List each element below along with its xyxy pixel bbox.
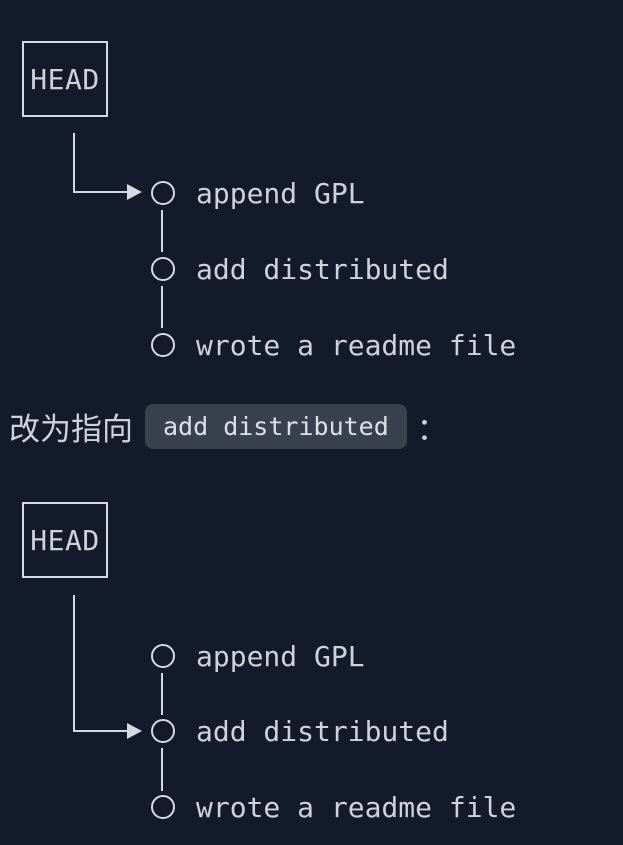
commit-label: wrote a readme file	[196, 790, 517, 824]
commit-connector-line	[161, 286, 163, 328]
commit-row: append GPL	[151, 176, 365, 210]
commit-row: wrote a readme file	[151, 328, 517, 362]
commit-connector-line	[161, 748, 163, 791]
head-label: HEAD	[30, 62, 100, 96]
arrowhead-icon	[127, 184, 142, 200]
commit-circle-icon	[151, 644, 175, 668]
inline-code-chip: add distributed	[145, 403, 407, 449]
commit-row: add distributed	[151, 714, 449, 748]
caption-colon: ：	[416, 411, 448, 447]
head-pointer-vertical-line	[73, 595, 75, 732]
caption-text: 改为指向	[9, 411, 133, 447]
commit-row: wrote a readme file	[151, 790, 517, 824]
caption: 改为指向 add distributed ：	[9, 402, 448, 450]
commit-circle-icon	[151, 257, 175, 281]
arrowhead-icon	[127, 723, 142, 739]
commit-circle-icon	[151, 719, 175, 743]
commit-label: wrote a readme file	[196, 328, 517, 362]
head-pointer-horizontal-line	[73, 730, 127, 732]
commit-circle-icon	[151, 333, 175, 357]
commit-connector-line	[161, 210, 163, 252]
head-pointer-vertical-line	[73, 133, 75, 193]
commit-label: add distributed	[196, 252, 449, 286]
head-pointer-horizontal-line	[73, 191, 127, 193]
commit-label: add distributed	[196, 714, 449, 748]
commit-label: append GPL	[196, 176, 365, 210]
head-box-after: HEAD	[22, 502, 108, 578]
commit-label: append GPL	[196, 639, 365, 673]
head-box-before: HEAD	[22, 41, 108, 117]
commit-connector-line	[161, 673, 163, 715]
commit-circle-icon	[151, 181, 175, 205]
commit-circle-icon	[151, 795, 175, 819]
commit-row: append GPL	[151, 639, 365, 673]
commit-row: add distributed	[151, 252, 449, 286]
head-label: HEAD	[30, 523, 100, 557]
